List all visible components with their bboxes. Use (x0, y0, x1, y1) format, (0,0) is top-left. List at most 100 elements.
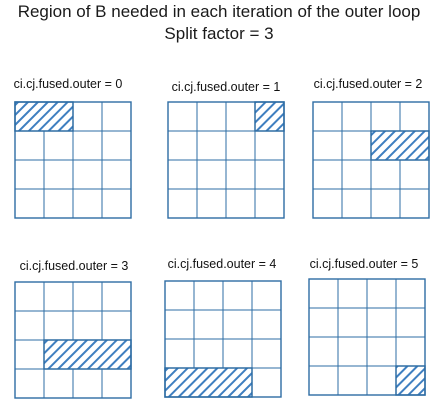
grid-cell (308, 307, 339, 338)
grid-cell (312, 188, 343, 219)
grid-cell (14, 339, 45, 370)
panel-label: ci.cj.fused.outer = 4 (168, 257, 277, 271)
grid-cell (167, 159, 198, 190)
highlight-region (370, 130, 430, 161)
grid-cell (251, 280, 282, 311)
grid-cell (196, 130, 227, 161)
grid-cell (167, 101, 198, 132)
grid-cell (43, 368, 74, 399)
highlight-region (43, 339, 132, 370)
panel-label: ci.cj.fused.outer = 2 (314, 77, 423, 91)
grid-cell (72, 101, 103, 132)
grid-cell (341, 159, 372, 190)
grid-cell (337, 278, 368, 309)
diagram-title: Region of B needed in each iteration of … (17, 2, 421, 21)
grid-cell (14, 130, 45, 161)
grid-cell (251, 309, 282, 340)
grid-border (167, 101, 285, 219)
grid-cell (251, 338, 282, 369)
grid-cell (196, 188, 227, 219)
grid-cell (164, 309, 195, 340)
grid-cell (101, 101, 132, 132)
grid-cell (14, 159, 45, 190)
grid-cell (43, 281, 74, 312)
grid-cell (254, 130, 285, 161)
grid-cell (225, 188, 256, 219)
grid-cell (366, 336, 397, 367)
grid-cell (14, 310, 45, 341)
grid-cell (254, 159, 285, 190)
grid-cell (312, 130, 343, 161)
grid-cell (72, 188, 103, 219)
grid-cell (193, 338, 224, 369)
grid-cell (222, 280, 253, 311)
grid-cell (366, 278, 397, 309)
grid-cell (72, 159, 103, 190)
grid-cell (101, 368, 132, 399)
grid-cell (101, 159, 132, 190)
grid-cell (72, 310, 103, 341)
grid-cell (167, 130, 198, 161)
grid-cell (366, 365, 397, 396)
grid-cell (337, 365, 368, 396)
grid-cell (167, 188, 198, 219)
panel-5: ci.cj.fused.outer = 5 (308, 257, 426, 396)
grid-cell (254, 188, 285, 219)
grid-cell (395, 307, 426, 338)
grid-cell (251, 367, 282, 398)
grid-cell (72, 281, 103, 312)
diagram-subtitle: Split factor = 3 (164, 24, 274, 43)
grid-border (164, 280, 282, 398)
grid-cell (43, 310, 74, 341)
grid-cell (370, 101, 401, 132)
grid-cell (399, 101, 430, 132)
grid-cell (193, 309, 224, 340)
grid-cell (43, 159, 74, 190)
grid-cell (101, 281, 132, 312)
grid-cell (395, 278, 426, 309)
grid-border (14, 101, 132, 219)
grid-cell (101, 130, 132, 161)
grid-cell (341, 188, 372, 219)
grid-cell (225, 101, 256, 132)
panel-1: ci.cj.fused.outer = 1 (167, 80, 285, 219)
grid-cell (72, 368, 103, 399)
grid-cell (196, 101, 227, 132)
panel-label: ci.cj.fused.outer = 0 (14, 77, 123, 91)
grid-cell (101, 188, 132, 219)
highlight-region (14, 101, 74, 132)
highlight-region (395, 365, 426, 396)
grid-cell (370, 159, 401, 190)
grid-cell (43, 130, 74, 161)
grid-cell (395, 336, 426, 367)
grid-cell (43, 188, 74, 219)
panel-4: ci.cj.fused.outer = 4 (164, 257, 282, 398)
grid-cell (72, 130, 103, 161)
grid-border (14, 281, 132, 399)
grid-cell (399, 188, 430, 219)
grid-border (312, 101, 430, 219)
grid-cell (193, 280, 224, 311)
grid-cell (222, 338, 253, 369)
grid-cell (308, 365, 339, 396)
grid-cell (399, 159, 430, 190)
highlight-region (164, 367, 253, 398)
grid-cell (225, 130, 256, 161)
panel-3: ci.cj.fused.outer = 3 (14, 259, 132, 399)
grid-cell (308, 278, 339, 309)
grid-cell (196, 159, 227, 190)
grid-cell (312, 101, 343, 132)
grid-cell (101, 310, 132, 341)
grid-cell (312, 159, 343, 190)
grid-cell (14, 368, 45, 399)
grid-cell (225, 159, 256, 190)
grid-border (308, 278, 426, 396)
grid-cell (164, 338, 195, 369)
grid-cell (14, 188, 45, 219)
panel-label: ci.cj.fused.outer = 1 (172, 80, 281, 94)
grid-cell (337, 336, 368, 367)
grid-cell (366, 307, 397, 338)
panel-label: ci.cj.fused.outer = 3 (20, 259, 129, 273)
grid-cell (308, 336, 339, 367)
highlight-region (254, 101, 285, 132)
